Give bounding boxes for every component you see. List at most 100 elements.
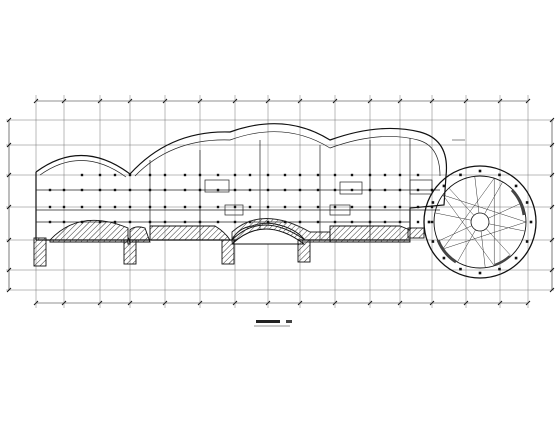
column-marker <box>333 173 337 177</box>
column-marker <box>383 188 387 192</box>
rotunda-column <box>478 271 482 275</box>
horizontal-grid-lines <box>6 119 554 291</box>
rotunda-column <box>498 173 501 177</box>
rotunda-spoke <box>448 187 475 216</box>
rotunda-column <box>431 240 435 243</box>
column-marker <box>62 188 66 192</box>
column-marker <box>350 173 354 177</box>
dimension-tick <box>549 117 555 123</box>
column-marker <box>283 220 287 224</box>
dimension-tick <box>6 204 12 210</box>
column-marker <box>148 173 152 177</box>
rotunda-chord <box>442 178 495 250</box>
column-marker <box>416 205 420 209</box>
column-marker <box>98 220 102 224</box>
rotunda-column <box>442 256 446 260</box>
column-marker <box>248 173 252 177</box>
dimension-tick <box>6 237 12 243</box>
column-marker <box>198 188 202 192</box>
column-marker <box>333 205 337 209</box>
structural-columns <box>48 169 533 275</box>
column-marker <box>216 188 220 192</box>
rotunda-spoke <box>474 176 480 214</box>
rotunda-column <box>498 267 501 271</box>
rotunda-spoke <box>457 229 476 263</box>
dimension-tick <box>6 172 12 178</box>
column-marker <box>148 188 152 192</box>
column-marker <box>298 220 302 224</box>
column-marker <box>298 205 302 209</box>
rotunda-column <box>514 256 518 260</box>
rotunda-spoke <box>488 223 526 232</box>
dimension-tick <box>549 142 555 148</box>
rotunda-spoke <box>484 181 503 215</box>
column-marker <box>98 205 102 209</box>
column-marker <box>183 220 187 224</box>
rotunda-spoke <box>438 225 472 242</box>
rotunda-spoke <box>434 212 472 221</box>
column-marker <box>148 205 152 209</box>
rotunda-spoke <box>488 202 522 219</box>
column-marker <box>98 188 102 192</box>
column-marker <box>163 173 167 177</box>
column-marker <box>248 188 252 192</box>
column-marker <box>62 220 66 224</box>
rotunda-chord <box>442 194 495 266</box>
column-marker <box>80 205 84 209</box>
rotunda-column <box>442 184 446 188</box>
column-marker <box>216 220 220 224</box>
column-marker <box>198 173 202 177</box>
column-marker <box>62 205 66 209</box>
column-marker <box>266 220 270 224</box>
rotunda-chord <box>442 194 527 223</box>
column-marker <box>383 173 387 177</box>
column-marker <box>316 188 320 192</box>
column-marker <box>266 173 270 177</box>
rotunda-chord <box>442 221 527 250</box>
column-marker <box>183 205 187 209</box>
column-marker <box>430 220 434 224</box>
column-marker <box>368 173 372 177</box>
column-marker <box>163 220 167 224</box>
column-marker <box>113 205 117 209</box>
rotunda-column <box>459 267 462 271</box>
dimension-tick <box>6 267 12 273</box>
column-marker <box>216 205 220 209</box>
left-dimension-ticks <box>6 117 12 293</box>
column-marker <box>128 220 132 224</box>
column-marker <box>350 188 354 192</box>
column-marker <box>298 188 302 192</box>
column-marker <box>128 188 132 192</box>
column-marker <box>113 188 117 192</box>
column-marker <box>350 205 354 209</box>
rotunda-column <box>427 220 431 224</box>
support-piers <box>33 227 425 267</box>
column-marker <box>198 220 202 224</box>
dimension-tick <box>549 204 555 210</box>
column-marker <box>398 173 402 177</box>
column-marker <box>113 173 117 177</box>
vertical-grid-lines <box>35 95 529 308</box>
dimension-tick <box>549 237 555 243</box>
column-marker <box>368 220 372 224</box>
column-marker <box>398 188 402 192</box>
column-marker <box>113 220 117 224</box>
rotunda-column <box>525 240 529 243</box>
column-marker <box>416 220 420 224</box>
column-marker <box>283 188 287 192</box>
column-marker <box>148 220 152 224</box>
column-marker <box>248 205 252 209</box>
column-marker <box>333 220 337 224</box>
column-marker <box>368 205 372 209</box>
dimension-tick <box>6 287 12 293</box>
column-marker <box>233 220 237 224</box>
column-marker <box>416 188 420 192</box>
dimension-tick <box>6 117 12 123</box>
column-marker <box>233 205 237 209</box>
column-marker <box>266 205 270 209</box>
column-marker <box>128 173 132 177</box>
column-marker <box>283 173 287 177</box>
dimension-tick <box>549 267 555 273</box>
column-marker <box>48 205 52 209</box>
